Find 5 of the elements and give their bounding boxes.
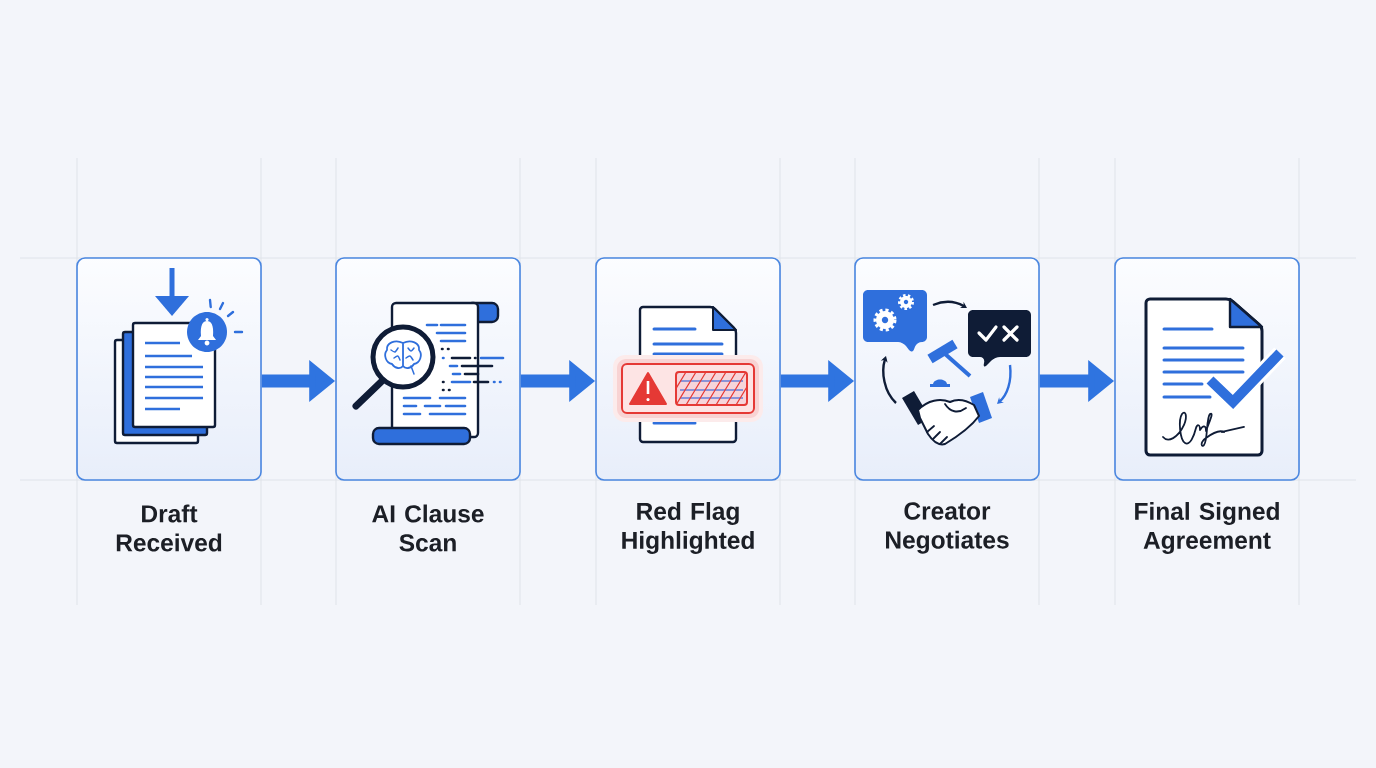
step-label: Red Flag Highlighted: [622, 502, 754, 554]
step-label: Creator Negotiates: [886, 502, 1009, 554]
step-label: AI Clause Scan: [372, 504, 484, 552]
step-label: Draft Received: [116, 504, 222, 552]
step-label: Final Signed Agreement: [1135, 502, 1279, 554]
